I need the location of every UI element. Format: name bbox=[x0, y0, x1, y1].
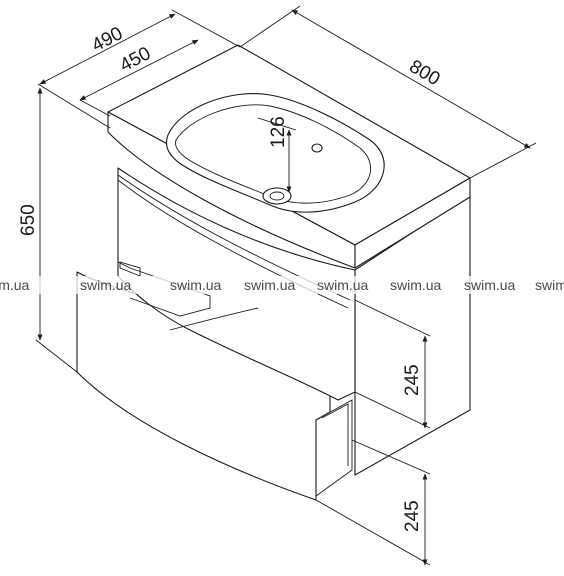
dimension-lines bbox=[35, 5, 537, 566]
watermark-text: swim.ua bbox=[464, 277, 516, 293]
label-450: 450 bbox=[116, 43, 154, 76]
ext-800-b bbox=[469, 142, 537, 179]
watermark-row: swim.ua swim.ua swim.ua swim.ua swim.ua … bbox=[0, 276, 564, 294]
dim-line-800 bbox=[291, 9, 531, 149]
ext-126-a bbox=[257, 117, 297, 131]
washbasin-inner-rim bbox=[175, 104, 371, 204]
lower-drawer-side-slot bbox=[315, 399, 353, 497]
ext-245l-a bbox=[351, 439, 431, 475]
ext-490-b bbox=[171, 9, 241, 48]
label-800: 800 bbox=[406, 56, 444, 90]
ext-490-a bbox=[37, 83, 111, 129]
ext-800-a bbox=[239, 5, 301, 48]
drawer-gap bbox=[117, 261, 211, 317]
watermark-text: swim.ua bbox=[0, 277, 30, 293]
watermark-text: swim.ua bbox=[535, 277, 564, 293]
lower-drawer-cavity bbox=[119, 261, 141, 277]
label-126: 126 bbox=[268, 116, 289, 148]
dim-line-450 bbox=[79, 39, 199, 101]
ext-245u-a bbox=[354, 299, 431, 337]
watermark-text: swim.ua bbox=[244, 277, 296, 293]
drawer-gap-inner bbox=[169, 307, 259, 331]
lower-drawer-inner-edge bbox=[321, 403, 349, 466]
drain-inner bbox=[269, 191, 285, 201]
label-245-lower: 245 bbox=[402, 500, 423, 532]
watermark-text: swim.ua bbox=[80, 277, 132, 293]
ext-245u-b bbox=[354, 391, 431, 429]
watermark-text: swim.ua bbox=[317, 277, 369, 293]
countertop-right-edge bbox=[354, 177, 471, 269]
watermark-text: swim.ua bbox=[170, 277, 222, 293]
ext-450-a bbox=[79, 99, 111, 117]
drain-outer bbox=[262, 187, 292, 205]
ext-650-b bbox=[35, 339, 78, 373]
ext-245l-b bbox=[315, 499, 431, 566]
label-245-upper: 245 bbox=[402, 364, 423, 396]
overflow-hole bbox=[311, 143, 323, 153]
watermark-text: swim.ua bbox=[390, 277, 442, 293]
label-650: 650 bbox=[18, 204, 39, 236]
label-490: 490 bbox=[88, 23, 126, 56]
